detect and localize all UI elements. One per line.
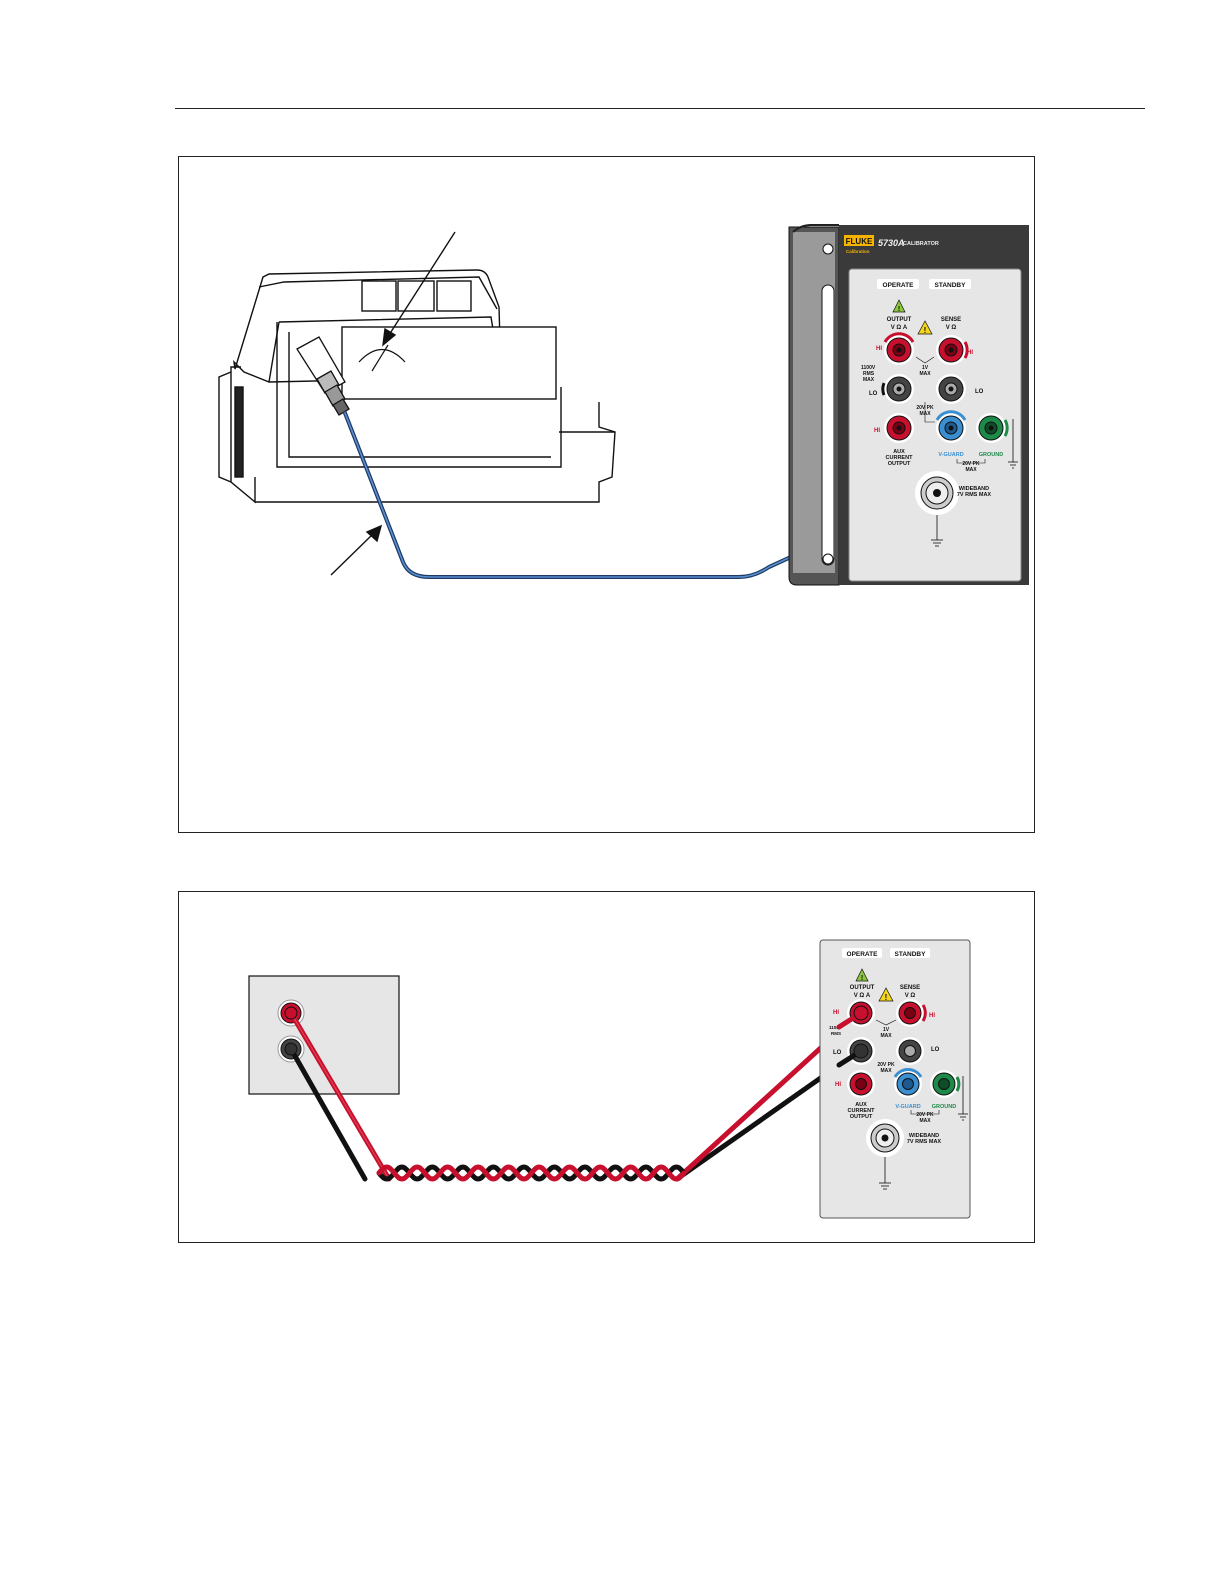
calibrator-front-panel: OPERATE STANDBY ! ! OUTPUT V Ω A SENSE V… — [819, 939, 971, 1219]
output-units: V Ω A — [891, 325, 908, 331]
rating-1100v-line1-2: 1100V — [829, 1025, 842, 1030]
output-hi-label-2: HI — [833, 1010, 839, 1016]
wideband-label-line1-2: WIDEBAND — [909, 1133, 939, 1139]
sense-units: V Ω — [946, 325, 957, 331]
v-guard-label: V-GUARD — [938, 452, 963, 458]
calibrator-lead-tips — [836, 1005, 869, 1068]
rating-20vpk-line2: MAX — [919, 411, 931, 417]
output-lo-label: LO — [869, 391, 878, 397]
terminal-sense-hi[interactable] — [936, 335, 969, 365]
terminal-aux-current-hi[interactable] — [884, 413, 914, 443]
fluke-brand: FLUKE — [846, 237, 873, 246]
terminal-wideband[interactable] — [915, 471, 959, 547]
callout-arrowhead-cable — [365, 524, 383, 543]
ground-symbol-icon — [1008, 419, 1018, 469]
aux-label-line3: OUTPUT — [888, 461, 911, 467]
terminal-output-lo[interactable] — [881, 374, 914, 404]
terminal-wideband-2[interactable] — [866, 1119, 904, 1190]
aux-hi-label: HI — [874, 428, 880, 434]
wideband-label-line2: 7V RMS MAX — [957, 492, 992, 498]
ground-label: GROUND — [979, 452, 1003, 458]
warning-yellow-icon — [917, 320, 933, 335]
rating-20vpk-line2-2: MAX — [880, 1068, 892, 1074]
ground-symbol-icon-2 — [958, 1076, 968, 1121]
terminal-v-guard[interactable] — [935, 410, 967, 443]
operate-label-2: OPERATE — [847, 951, 879, 958]
terminal-ground[interactable] — [976, 413, 1009, 443]
svg-text:!: ! — [898, 306, 900, 313]
rating-20vpk-line1-2: 20V PK — [877, 1062, 895, 1068]
terminal-sense-lo-2[interactable] — [896, 1037, 924, 1065]
output-label-2: OUTPUT — [850, 985, 875, 991]
sense-hi-label: HI — [967, 350, 973, 356]
sense-hi-label-2: HI — [929, 1013, 935, 1019]
figure-twisted-pair-connection: OPERATE STANDBY ! ! OUTPUT V Ω A SENSE V… — [178, 891, 1035, 1243]
rating-1100v-line2-2: RMS — [831, 1031, 841, 1036]
rating-1v-line2: MAX — [919, 371, 931, 377]
sense-label: SENSE — [941, 317, 961, 323]
model-suffix: CALIBRATOR — [903, 241, 939, 247]
v-guard-label-2: V-GUARD — [895, 1104, 920, 1110]
sense-label-2: SENSE — [900, 985, 920, 991]
operate-label: OPERATE — [883, 282, 915, 289]
rating-1v-line1: 1V — [922, 365, 929, 371]
figure-wideband-connection: FLUKE Calibration 5730A CALIBRATOR OPERA… — [178, 156, 1035, 833]
aux-hi-label-2: HI — [835, 1082, 841, 1088]
figure2-drawing: OPERATE STANDBY ! ! OUTPUT V Ω A SENSE V… — [248, 939, 971, 1219]
meter-analog-scale — [358, 344, 406, 372]
uut-lead-tips — [284, 1006, 298, 1056]
svg-text:!: ! — [885, 993, 888, 1002]
terminal-v-guard-2[interactable] — [893, 1067, 923, 1098]
fluke-logo — [844, 235, 874, 246]
svg-text:!: ! — [924, 326, 927, 335]
output-label: OUTPUT — [887, 317, 912, 323]
wideband-label-line2-2: 7V RMS MAX — [907, 1139, 942, 1145]
sense-lo-label: LO — [975, 389, 984, 395]
terminal-ground-2[interactable] — [930, 1070, 961, 1098]
callout-arrowhead-meter — [382, 327, 397, 347]
meter-input-connector — [296, 336, 350, 416]
meter-device — [218, 269, 616, 504]
aux-label-line1: AUX — [893, 449, 905, 455]
rating-20vpk-b-line2-2: MAX — [919, 1118, 931, 1124]
terminal-output-hi[interactable] — [883, 332, 915, 365]
uut-device — [248, 975, 400, 1095]
output-units-2: V Ω A — [854, 993, 871, 999]
terminal-sense-hi-2[interactable] — [896, 999, 927, 1027]
svg-text:!: ! — [861, 975, 863, 982]
rating-1100v-line1: 1100V — [861, 365, 876, 371]
model-number: 5730A — [878, 238, 905, 248]
rating-20vpk-b-line2: MAX — [965, 467, 977, 473]
aux-label-line2: CURRENT — [886, 455, 914, 461]
callout-arrows — [330, 231, 456, 576]
wideband-label-line1: WIDEBAND — [959, 486, 989, 492]
rating-20vpk-b-line1-2: 20V PK — [916, 1112, 934, 1118]
rating-20vpk-b-line1: 20V PK — [962, 461, 980, 467]
aux-label-line1-2: AUX — [855, 1102, 867, 1108]
rating-1100v-line2: RMS — [863, 371, 875, 377]
output-hi-label: HI — [876, 346, 882, 352]
warning-green-icon — [892, 299, 906, 313]
standby-label-2: STANDBY — [895, 951, 927, 958]
aux-label-line2-2: CURRENT — [848, 1108, 876, 1114]
sense-units-2: V Ω — [905, 993, 916, 999]
sense-lo-label-2: LO — [931, 1047, 940, 1053]
output-lo-label-2: LO — [833, 1050, 842, 1056]
terminal-aux-current-hi-2[interactable] — [847, 1070, 875, 1098]
rating-1v-line2-2: MAX — [880, 1033, 892, 1039]
rating-1100v-line3: MAX — [863, 377, 875, 383]
figure1-drawing: FLUKE Calibration 5730A CALIBRATOR OPERA… — [218, 224, 1029, 586]
warning-green-icon-2 — [855, 968, 869, 982]
fluke-sub-brand: Calibration — [846, 249, 870, 254]
aux-label-line3-2: OUTPUT — [850, 1114, 873, 1120]
page-header-rule — [175, 108, 1145, 109]
ground-label-2: GROUND — [932, 1104, 956, 1110]
warning-yellow-icon-2 — [878, 987, 894, 1002]
standby-label: STANDBY — [935, 282, 967, 289]
terminal-sense-lo[interactable] — [936, 374, 966, 404]
rating-1v-line1-2: 1V — [883, 1027, 890, 1033]
calibrator-5730a: FLUKE Calibration 5730A CALIBRATOR OPERA… — [788, 224, 1029, 586]
